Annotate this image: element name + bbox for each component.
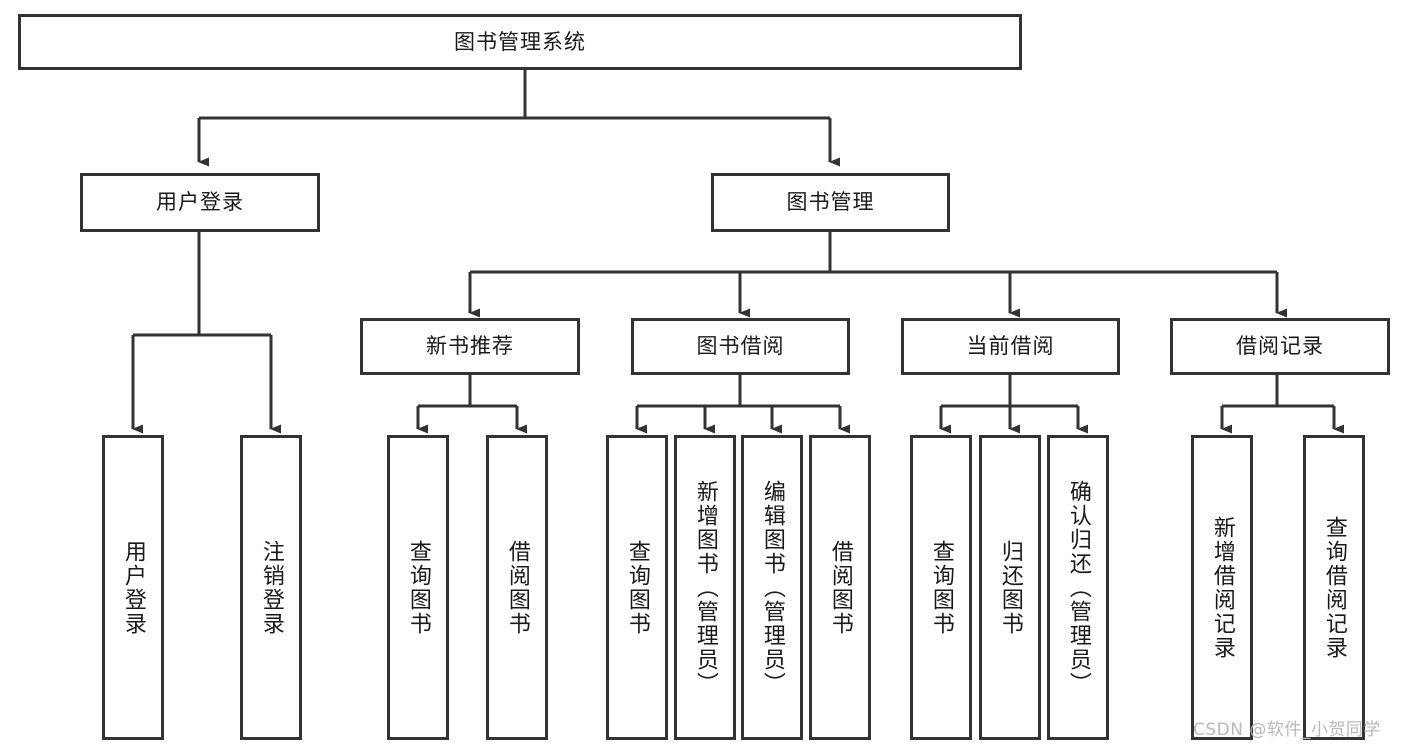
node-label: 借阅图书	[504, 539, 530, 636]
node-label: 图书管理系统	[454, 29, 586, 54]
node-label: 注销登录	[258, 539, 284, 636]
node-label: 新书推荐	[426, 334, 514, 359]
node-label: 用户登录	[120, 539, 146, 636]
leaf-book-borrow-query-book[interactable]: 查询图书	[606, 435, 668, 740]
node-label: 用户登录	[156, 190, 244, 215]
node-borrow-record[interactable]: 借阅记录	[1170, 318, 1390, 375]
leaf-borrow-record-query-record[interactable]: 查询借阅记录	[1303, 435, 1365, 740]
node-label: 确认归还（管理员）	[1065, 479, 1091, 696]
node-label: 图书借阅	[696, 334, 785, 359]
leaf-new-book-query-book[interactable]: 查询图书	[387, 435, 449, 740]
node-book-borrow[interactable]: 图书借阅	[631, 318, 850, 375]
node-label: 当前借阅	[966, 334, 1055, 359]
leaf-current-borrow-return-book[interactable]: 归还图书	[979, 435, 1041, 740]
leaf-book-borrow-edit-book-admin[interactable]: 编辑图书（管理员）	[741, 435, 803, 740]
leaf-current-borrow-query-book[interactable]: 查询图书	[910, 435, 972, 740]
leaf-user-login-logout[interactable]: 注销登录	[240, 435, 302, 740]
node-label: 编辑图书（管理员）	[759, 479, 785, 696]
leaf-book-borrow-add-book-admin[interactable]: 新增图书（管理员）	[674, 435, 736, 740]
node-user-login[interactable]: 用户登录	[80, 173, 320, 232]
leaf-current-borrow-confirm-return-admin[interactable]: 确认归还（管理员）	[1047, 435, 1109, 740]
node-label: 借阅记录	[1236, 334, 1324, 359]
node-current-borrow[interactable]: 当前借阅	[901, 318, 1120, 375]
node-label: 查询图书	[405, 539, 431, 636]
csdn-watermark: CSDN @软件_小贺同学	[1193, 720, 1381, 740]
node-root-book-management-system[interactable]: 图书管理系统	[18, 14, 1022, 70]
node-label: 归还图书	[997, 539, 1023, 636]
node-label: 查询图书	[624, 539, 650, 636]
node-new-book-recommend[interactable]: 新书推荐	[360, 318, 580, 375]
node-label: 图书管理	[786, 190, 875, 215]
node-label: 新增图书（管理员）	[692, 479, 718, 696]
leaf-user-login-login[interactable]: 用户登录	[102, 435, 164, 740]
node-book-management[interactable]: 图书管理	[711, 173, 950, 232]
leaf-borrow-record-add-record[interactable]: 新增借阅记录	[1191, 435, 1253, 740]
node-label: 查询借阅记录	[1321, 515, 1347, 660]
node-label: 新增借阅记录	[1209, 515, 1235, 660]
node-label: 查询图书	[928, 539, 954, 636]
leaf-book-borrow-borrow-book[interactable]: 借阅图书	[809, 435, 871, 740]
node-label: 借阅图书	[827, 539, 853, 636]
leaf-new-book-borrow-book[interactable]: 借阅图书	[486, 435, 548, 740]
